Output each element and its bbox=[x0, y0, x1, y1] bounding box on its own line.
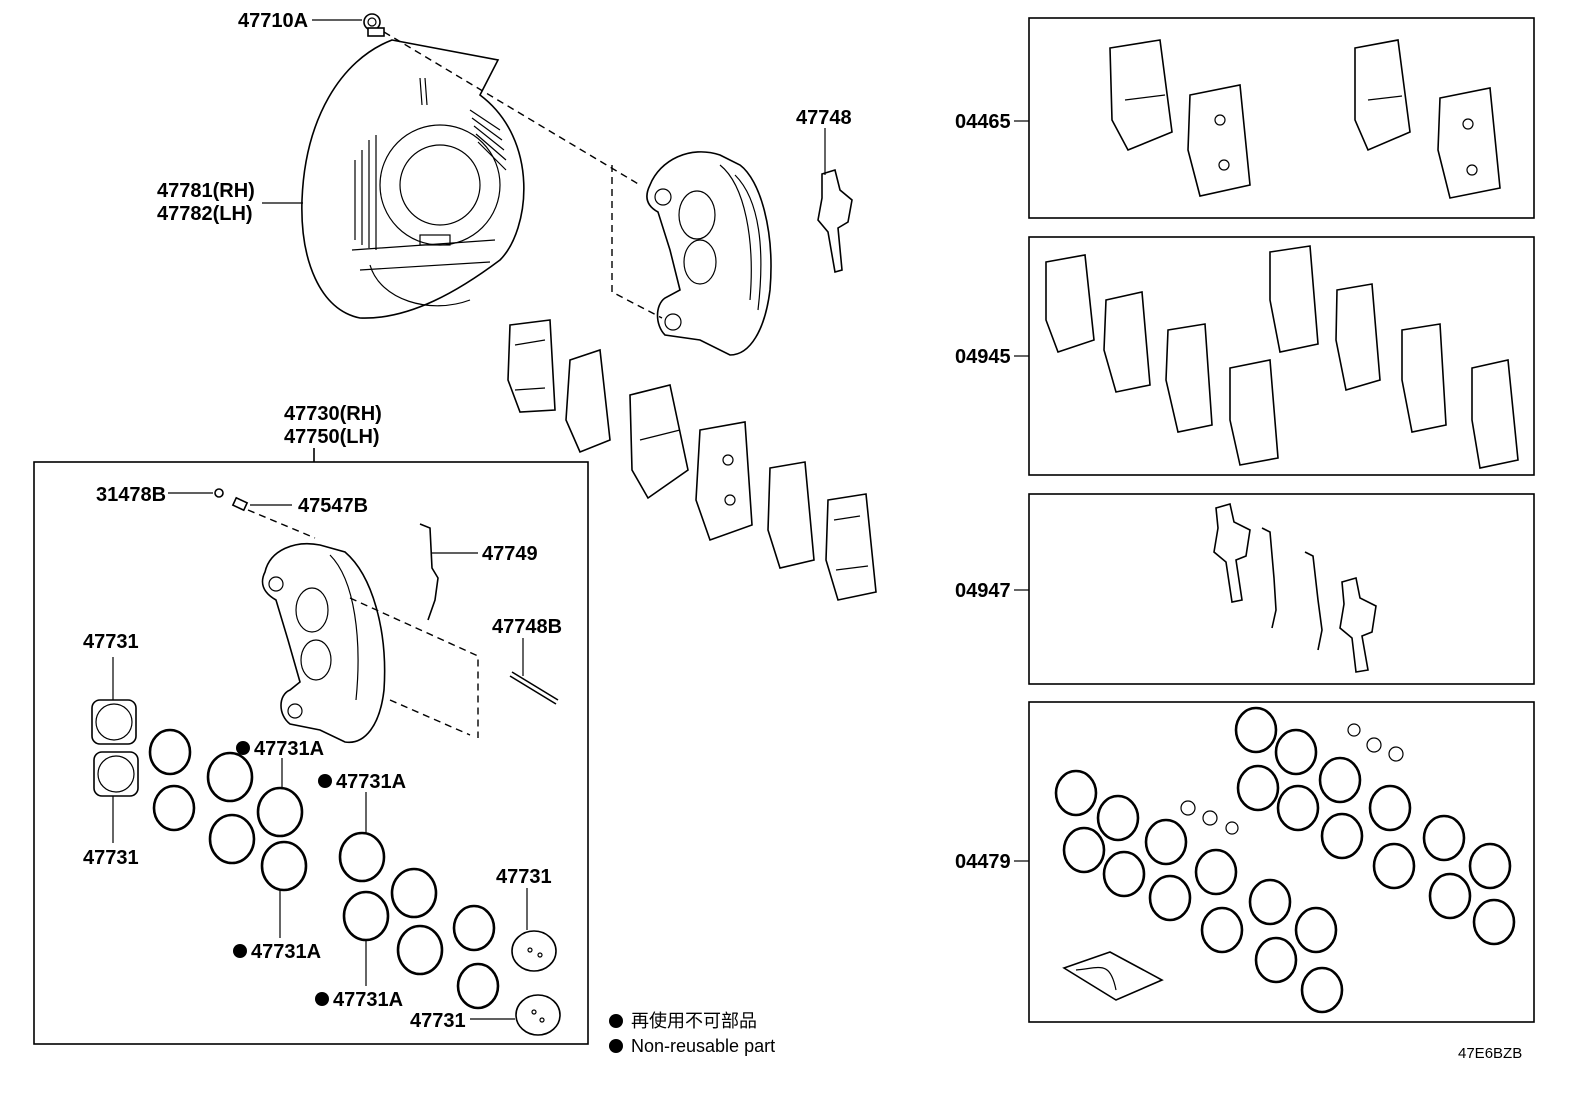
clip-47748[interactable] bbox=[817, 168, 853, 274]
label-47710A: 47710A bbox=[238, 10, 308, 32]
kit-box-04479 bbox=[1028, 701, 1535, 1023]
shim-4[interactable] bbox=[767, 461, 815, 569]
pin-47748B[interactable] bbox=[509, 671, 559, 705]
label-47731A-1: 47731A bbox=[254, 738, 324, 760]
label-04479: 04479 bbox=[955, 851, 1011, 873]
label-47731-bottom: 47731 bbox=[410, 1010, 466, 1032]
diagram-code: 47E6BZB bbox=[1458, 1045, 1522, 1062]
kit-box-04465 bbox=[1028, 17, 1535, 219]
shim-2[interactable] bbox=[565, 348, 611, 454]
caliper-assy-box bbox=[33, 461, 589, 1045]
legend-jp: 再使用不可部品 bbox=[631, 1011, 757, 1031]
seal-rings-caliper-box[interactable] bbox=[148, 728, 500, 1010]
spring-47749[interactable] bbox=[419, 523, 439, 621]
non-reusable-marker bbox=[233, 944, 247, 958]
label-47781: 47781(RH) bbox=[157, 180, 255, 202]
label-47731-top: 47731 bbox=[83, 631, 139, 653]
seal-kit-04479[interactable] bbox=[1054, 706, 1516, 1014]
bolt-47710A[interactable] bbox=[363, 13, 385, 37]
non-reusable-marker bbox=[318, 774, 332, 788]
label-47731A-3: 47731A bbox=[251, 941, 321, 963]
piston-1[interactable] bbox=[91, 699, 137, 745]
label-47750: 47750(LH) bbox=[284, 426, 380, 448]
non-reusable-marker bbox=[315, 992, 329, 1006]
label-04465: 04465 bbox=[955, 111, 1011, 133]
label-47731-left: 47731 bbox=[83, 847, 139, 869]
legend-bullet-jp bbox=[609, 1014, 623, 1028]
grease-packet[interactable] bbox=[1062, 951, 1164, 1001]
shim-1[interactable] bbox=[507, 319, 556, 413]
leader-lines bbox=[112, 19, 826, 1020]
label-47748: 47748 bbox=[796, 107, 852, 129]
label-04945: 04945 bbox=[955, 346, 1011, 368]
label-47547B: 47547B bbox=[298, 495, 368, 517]
caliper-lower[interactable] bbox=[261, 543, 386, 743]
bleeder-plug-47547B[interactable] bbox=[231, 496, 249, 512]
piston-4[interactable] bbox=[515, 994, 561, 1036]
label-47782: 47782(LH) bbox=[157, 203, 253, 225]
label-47731A-4: 47731A bbox=[333, 989, 403, 1011]
bleeder-cap-31478B[interactable] bbox=[214, 488, 224, 498]
label-47748B: 47748B bbox=[492, 616, 562, 638]
shim-3[interactable] bbox=[695, 421, 753, 542]
pad-set-04465[interactable] bbox=[1109, 39, 1501, 199]
piston-2[interactable] bbox=[93, 751, 139, 797]
clip-set-04947[interactable] bbox=[1213, 502, 1377, 673]
label-04947: 04947 bbox=[955, 580, 1011, 602]
non-reusable-marker bbox=[236, 741, 250, 755]
shim-set-04945[interactable] bbox=[1045, 245, 1519, 469]
caliper-upper[interactable] bbox=[646, 151, 772, 356]
legend-en: Non-reusable part bbox=[631, 1036, 775, 1056]
label-47730: 47730(RH) bbox=[284, 403, 382, 425]
label-31478B: 31478B bbox=[96, 484, 166, 506]
shim-5[interactable] bbox=[825, 493, 877, 601]
legend-bullet-en bbox=[609, 1039, 623, 1053]
brake-pad-loose[interactable] bbox=[629, 384, 689, 500]
piston-3[interactable] bbox=[511, 930, 557, 972]
label-47731A-2: 47731A bbox=[336, 771, 406, 793]
label-47731-right: 47731 bbox=[496, 866, 552, 888]
kit-box-04947 bbox=[1028, 493, 1535, 685]
label-47749: 47749 bbox=[482, 543, 538, 565]
dust-shield[interactable] bbox=[301, 39, 525, 319]
